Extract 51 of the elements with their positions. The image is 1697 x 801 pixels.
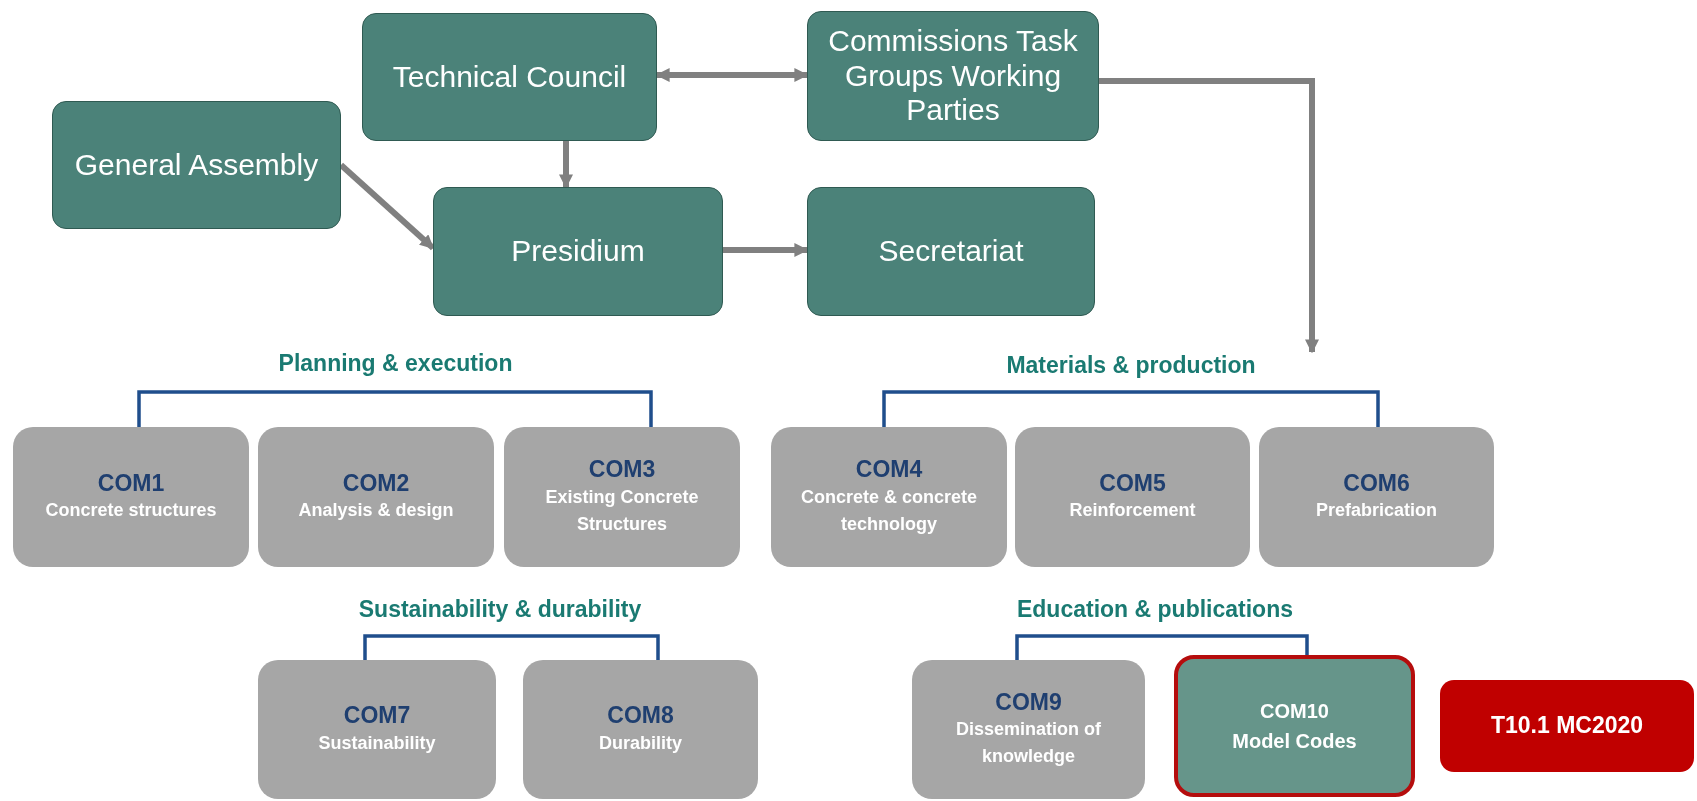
group-heading: Planning & execution — [277, 350, 514, 377]
arrow — [1099, 78, 1319, 354]
box-label: Reinforcement — [1068, 499, 1197, 523]
committee-box — [504, 427, 740, 567]
box-label: Concrete & concrete technology — [799, 485, 979, 536]
committee-code: COM9 — [994, 688, 1063, 717]
committee-code: COM3 — [587, 456, 657, 484]
committee-code: COM2 — [341, 469, 411, 498]
box-label: Presidium — [510, 234, 646, 269]
committee-box — [1015, 427, 1250, 567]
box-label: Technical Council — [391, 59, 628, 95]
box-label: Concrete structures — [44, 499, 218, 523]
committee-code: COM10 — [1259, 699, 1330, 724]
process-box — [807, 187, 1095, 316]
group-heading: Education & publications — [1016, 596, 1294, 623]
committee-code: COM6 — [1342, 469, 1411, 498]
box-label: Commissions Task Groups Working Parties — [827, 24, 1079, 128]
box-label: Analysis & design — [297, 499, 455, 523]
group-heading: Materials & production — [1005, 352, 1257, 379]
process-box — [52, 101, 341, 229]
box-label: Prefabrication — [1314, 499, 1438, 523]
process-box — [807, 11, 1099, 141]
box-label: Dissemination of knowledge — [955, 718, 1102, 769]
process-box — [362, 13, 657, 141]
arrow — [723, 243, 809, 257]
highlighted-committee-box — [1174, 655, 1415, 797]
arrow — [559, 141, 573, 189]
process-box — [433, 187, 723, 316]
box-label: Secretariat — [877, 234, 1025, 269]
task-group-box — [1440, 680, 1694, 772]
committee-box — [912, 660, 1145, 799]
committee-box — [258, 660, 496, 799]
committee-box — [258, 427, 494, 567]
group-heading: Sustainability & durability — [357, 596, 643, 623]
committee-box — [771, 427, 1007, 567]
committee-box — [13, 427, 249, 567]
committee-code: COM8 — [606, 702, 675, 730]
box-label: General Assembly — [73, 147, 320, 183]
committee-code: COM4 — [854, 456, 924, 484]
arrow — [655, 68, 809, 82]
box-label: Sustainability — [317, 731, 437, 755]
box-label: Durability — [598, 731, 683, 755]
box-label: T10.1 MC2020 — [1489, 711, 1645, 741]
box-label: Existing Concrete Structures — [544, 485, 700, 536]
committee-code: COM5 — [1098, 469, 1167, 498]
box-label: Model Codes — [1231, 729, 1358, 754]
committee-code: COM7 — [342, 702, 412, 730]
committee-box — [523, 660, 758, 799]
committee-box — [1259, 427, 1494, 567]
committee-code: COM1 — [96, 469, 166, 498]
arrow — [339, 162, 435, 251]
